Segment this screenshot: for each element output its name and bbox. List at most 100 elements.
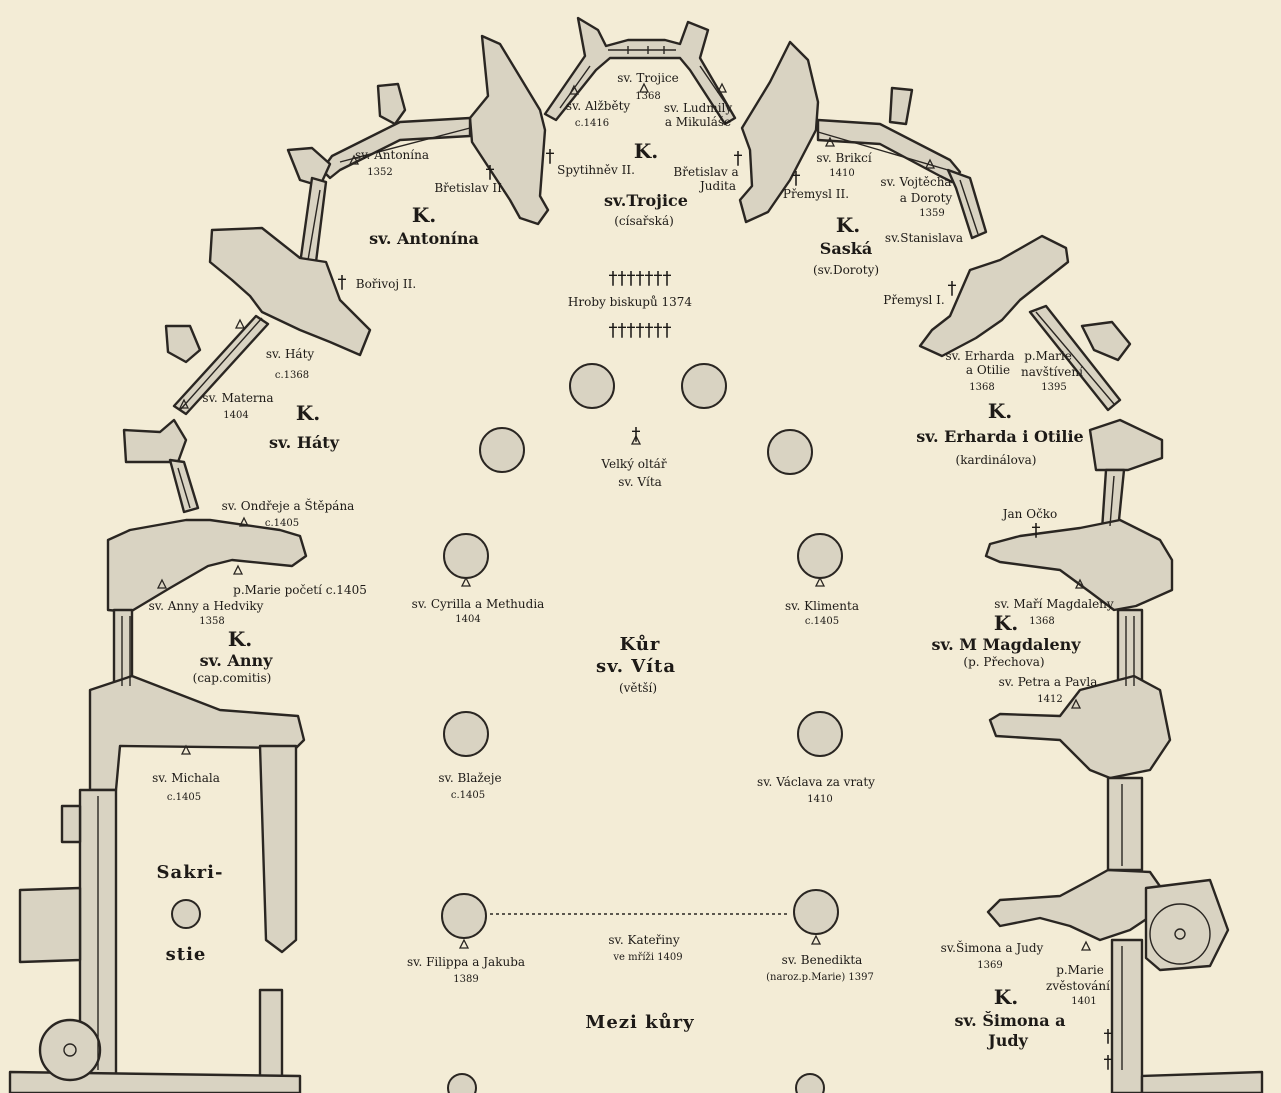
pillar — [443, 533, 489, 579]
cross-icon: † — [734, 148, 743, 169]
chapel-anny-name: sv. Anny — [200, 651, 274, 670]
sakristie-label-2: stie — [166, 944, 207, 965]
bishop-crosses-top: ††††††† — [609, 268, 672, 289]
pillar — [479, 427, 525, 473]
chapel-magd-k: K. — [994, 611, 1018, 635]
cross-icon: † — [632, 424, 641, 445]
cross-icon: † — [948, 278, 957, 299]
pillar — [793, 889, 839, 935]
altar-haty-year: c.1368 — [275, 370, 309, 381]
chapel-saska-sub: (sv.Doroty) — [813, 263, 879, 277]
altar-marie-zvest: p.Marie — [1056, 963, 1104, 977]
chapel-haty-name: sv. Háty — [269, 433, 340, 452]
chapel-antonin-name: sv. Antonína — [369, 229, 479, 248]
altar-benedikta: sv. Benedikta — [782, 953, 863, 967]
altar-marie-navst-2: navštívení — [1021, 365, 1083, 379]
cross-icon: † — [1032, 520, 1041, 541]
cross-icon: † — [1104, 1052, 1113, 1073]
altar-stanislava: sv.Stanislava — [885, 231, 963, 245]
altar-marie-navst: p.Marie — [1024, 349, 1072, 363]
altar-petra-pavla-year: 1412 — [1037, 694, 1062, 705]
tomb-jan-ocko: Jan Očko — [1001, 507, 1058, 521]
cross-icon: † — [1104, 1026, 1113, 1047]
tomb-bretislav-judita: Břetislav a — [673, 165, 738, 179]
altar-erharda-year: 1368 — [969, 382, 994, 393]
chapel-trojice-k: K. — [634, 139, 658, 163]
chapel-saska-name: Saská — [820, 239, 872, 258]
pillar — [447, 1073, 477, 1093]
altar-vojtecha-year: 1359 — [919, 208, 944, 219]
altar-alzbety-year: c.1416 — [575, 118, 609, 129]
pillar — [681, 363, 727, 409]
pillar — [569, 363, 615, 409]
tomb-bishops: Hroby biskupů 1374 — [568, 294, 693, 309]
pillar — [443, 711, 489, 757]
altar-michala: sv. Michala — [152, 771, 220, 785]
tomb-premysl2: Přemysl II. — [783, 187, 849, 201]
altar-benedikta-sub: (naroz.p.Marie) 1397 — [766, 972, 874, 983]
main-altar: Velký oltář — [600, 457, 666, 471]
altar-blazeje-year: c.1405 — [451, 790, 485, 801]
altar-klimenta-year: c.1405 — [805, 616, 839, 627]
altar-anny-hedviky: sv. Anny a Hedviky — [149, 599, 264, 613]
altar-michala-year: c.1405 — [167, 792, 201, 803]
altar-marie-poceti: p.Marie početí c.1405 — [233, 583, 367, 597]
altar-blazeje: sv. Blažeje — [438, 771, 501, 785]
chapel-trojice-name: sv.Trojice — [604, 191, 688, 210]
altar-haty: sv. Háty — [266, 347, 315, 361]
pillar — [795, 1073, 825, 1093]
altar-alzbety: sv. Alžběty — [566, 99, 631, 113]
chapel-simona-name-2: Judy — [986, 1031, 1028, 1050]
chapel-anny-sub: (cap.comitis) — [193, 671, 272, 685]
altar-vaclava-year: 1410 — [807, 794, 832, 805]
altar-brikci-year: 1410 — [829, 168, 854, 179]
chapel-erhard-sub: (kardinálova) — [956, 453, 1037, 467]
altar-ondreje: sv. Ondřeje a Štěpána — [222, 497, 355, 513]
altar-materna: sv. Materna — [202, 391, 273, 405]
tomb-judita: Judita — [698, 179, 736, 193]
altar-klimenta: sv. Klimenta — [785, 599, 859, 613]
bishop-crosses-bottom: ††††††† — [609, 320, 672, 341]
sakristie-label: Sakri- — [157, 862, 224, 883]
altar-marie-zvest-year: 1401 — [1071, 996, 1096, 1007]
pillar — [797, 711, 843, 757]
altar-erharda-2: a Otilie — [966, 363, 1010, 377]
altar-filippa-year: 1389 — [453, 974, 478, 985]
chapel-magd-name: sv. M Magdaleny — [931, 635, 1081, 654]
kur-title-3: (větší) — [619, 681, 657, 695]
altar-trojice: sv. Trojice — [617, 71, 679, 85]
chapel-erhard-name: sv. Erharda i Otilie — [916, 427, 1083, 446]
altar-anny-hedviky-year: 1358 — [199, 616, 224, 627]
tomb-spytihnev: Spytihněv II. — [557, 163, 635, 177]
chapel-simona-name: sv. Šimona a — [954, 1010, 1065, 1030]
altar-filippa: sv. Filippa a Jakuba — [407, 955, 525, 969]
kur-title-2: sv. Víta — [596, 656, 676, 677]
altar-antonina-year: 1352 — [367, 167, 392, 178]
pillar — [797, 533, 843, 579]
altar-cyrilla: sv. Cyrilla a Methudia — [412, 597, 545, 611]
altar-ondreje-year: c.1405 — [265, 518, 299, 529]
chapel-anny-k: K. — [228, 627, 252, 651]
mezi-kury: Mezi kůry — [585, 1011, 694, 1033]
altar-mari-magd: sv. Maří Magdaleny — [994, 597, 1114, 611]
cross-icon: † — [546, 146, 555, 167]
altar-kateriny: sv. Kateřiny — [608, 933, 679, 947]
cross-icon: † — [486, 162, 495, 183]
altar-ludmily: sv. Ludmily — [664, 101, 733, 115]
cross-icon: † — [338, 272, 347, 293]
altar-materna-year: 1404 — [223, 410, 248, 421]
altar-erharda: sv. Erharda — [945, 349, 1014, 363]
altar-simona-judy-year: 1369 — [977, 960, 1002, 971]
chapel-simona-k: K. — [994, 985, 1018, 1009]
chapel-saska-k: K. — [836, 213, 860, 237]
pillar — [767, 429, 813, 475]
altar-vojtecha-2: a Doroty — [900, 191, 953, 205]
altar-kateriny-sub: ve mříži 1409 — [612, 952, 682, 963]
pillar — [171, 899, 201, 929]
cross-icon: † — [792, 168, 801, 189]
altar-cyrilla-year: 1404 — [455, 614, 480, 625]
altar-mari-magd-year: 1368 — [1029, 616, 1054, 627]
altar-markers — [156, 82, 1092, 951]
altar-vojtecha: sv. Vojtěcha — [880, 175, 951, 189]
